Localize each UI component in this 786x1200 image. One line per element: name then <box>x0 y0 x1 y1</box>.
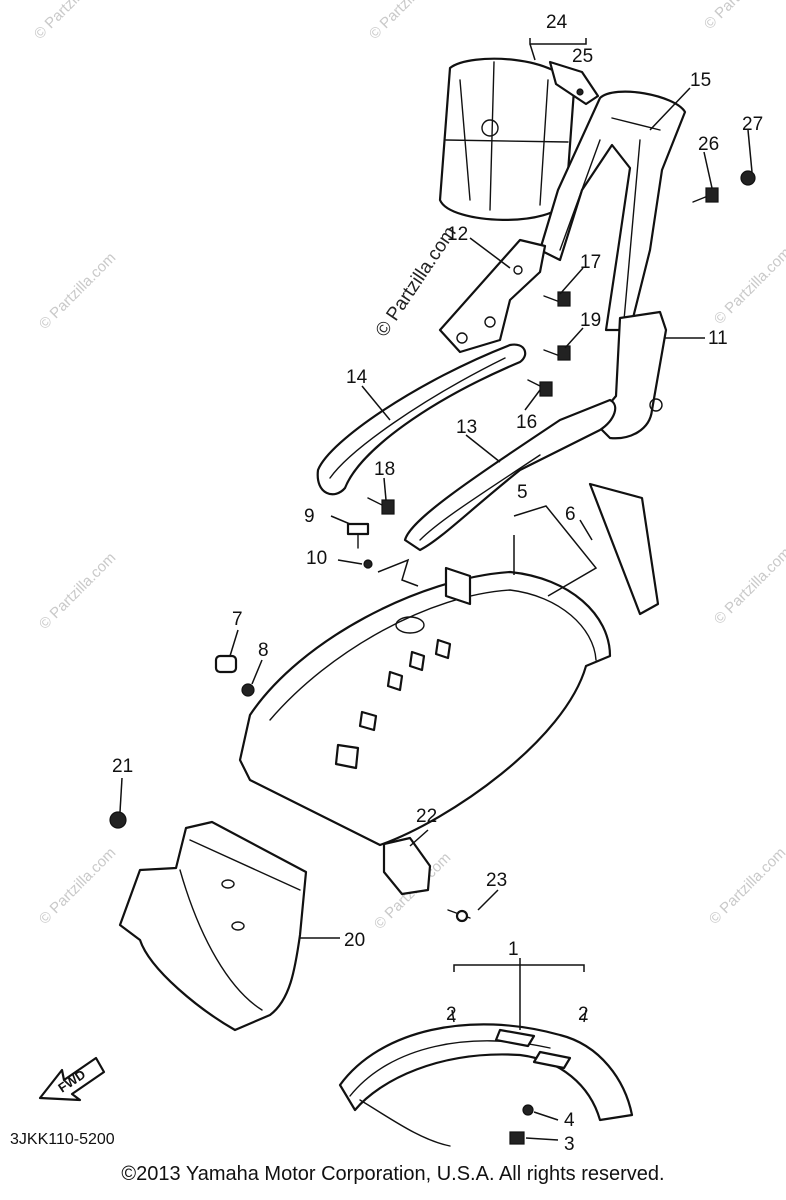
fwd-arrow: FWD <box>38 1056 106 1102</box>
leader-lines <box>119 38 753 1141</box>
washer-10[interactable] <box>363 559 373 569</box>
callout-27[interactable]: 27 <box>742 114 763 135</box>
part-right-rail[interactable] <box>403 398 617 552</box>
callout-19[interactable]: 19 <box>580 310 601 331</box>
callout-7[interactable]: 7 <box>232 609 243 630</box>
watermark: © Partzilla.com <box>366 0 449 43</box>
callout-21[interactable]: 21 <box>112 756 133 777</box>
part-clip[interactable] <box>382 836 432 896</box>
watermark: © Partzilla.com <box>36 844 119 927</box>
bolt-18[interactable] <box>367 497 395 515</box>
part-shield[interactable] <box>588 482 660 616</box>
bolt-7[interactable] <box>214 654 238 674</box>
callout-11[interactable]: 11 <box>708 328 728 349</box>
callout-13[interactable]: 13 <box>456 417 477 438</box>
callout-16[interactable]: 16 <box>516 412 537 433</box>
part-pad-bracket[interactable] <box>548 60 600 106</box>
callout-6[interactable]: 6 <box>565 504 576 525</box>
copyright-notice: ©2013 Yamaha Motor Corporation, U.S.A. A… <box>121 1163 665 1185</box>
bolt-26[interactable] <box>692 187 719 203</box>
part-mount-plate[interactable] <box>438 238 547 354</box>
callout-8[interactable]: 8 <box>258 640 269 661</box>
callout-23[interactable]: 23 <box>486 870 507 891</box>
watermark: © Partzilla.com <box>36 249 119 332</box>
bolt-19[interactable] <box>543 345 571 361</box>
watermark: © Partzilla.com <box>36 549 119 632</box>
watermark: © Partzilla.com <box>711 244 786 327</box>
screw-23[interactable] <box>447 909 471 923</box>
part-fender-section[interactable] <box>338 1023 634 1147</box>
diagram-code: 3JKK110-5200 <box>10 1131 115 1148</box>
nut-4[interactable] <box>522 1104 534 1116</box>
part-backrest-frame[interactable] <box>538 90 687 332</box>
watermark: © Partzilla.com <box>706 844 786 927</box>
callout-5[interactable]: 5 <box>517 482 528 503</box>
watermark: © Partzilla.com <box>31 0 114 43</box>
part-left-rail[interactable] <box>316 343 527 496</box>
callout-22[interactable]: 22 <box>416 806 437 827</box>
callout-15[interactable]: 15 <box>690 70 711 91</box>
watermark: © Partzilla.com <box>701 0 784 33</box>
callout-17[interactable]: 17 <box>580 252 601 273</box>
callout-numbers: 24 25 15 27 26 12 17 19 11 14 16 13 18 5… <box>112 12 763 1155</box>
bolt-21[interactable] <box>109 811 127 829</box>
nut-8[interactable] <box>241 683 255 697</box>
callout-2-left[interactable]: 2 <box>446 1004 457 1025</box>
callout-18[interactable]: 18 <box>374 459 395 480</box>
nut-27[interactable] <box>740 170 756 186</box>
part-rear-fender[interactable] <box>238 566 612 847</box>
bolt-3[interactable] <box>509 1131 525 1145</box>
callout-14[interactable]: 14 <box>346 367 368 388</box>
callout-4[interactable]: 4 <box>564 1110 575 1131</box>
callout-10[interactable]: 10 <box>306 548 327 569</box>
callout-2-right[interactable]: 2 <box>578 1004 589 1025</box>
callout-3[interactable]: 3 <box>564 1134 575 1155</box>
callout-26[interactable]: 26 <box>698 134 719 155</box>
bolt-17[interactable] <box>543 291 571 307</box>
bolt-16[interactable] <box>527 379 553 397</box>
callout-24[interactable]: 24 <box>546 12 568 33</box>
bolt-9[interactable] <box>346 522 370 549</box>
watermark: © Partzilla.com <box>711 544 786 627</box>
part-backrest-pad[interactable] <box>438 57 576 221</box>
callout-12[interactable]: 12 <box>447 224 468 245</box>
callout-20[interactable]: 20 <box>344 930 365 951</box>
callout-9[interactable]: 9 <box>304 506 315 527</box>
callout-1[interactable]: 1 <box>508 939 519 960</box>
part-inner-fender[interactable] <box>118 820 308 1032</box>
callout-25[interactable]: 25 <box>572 46 593 67</box>
